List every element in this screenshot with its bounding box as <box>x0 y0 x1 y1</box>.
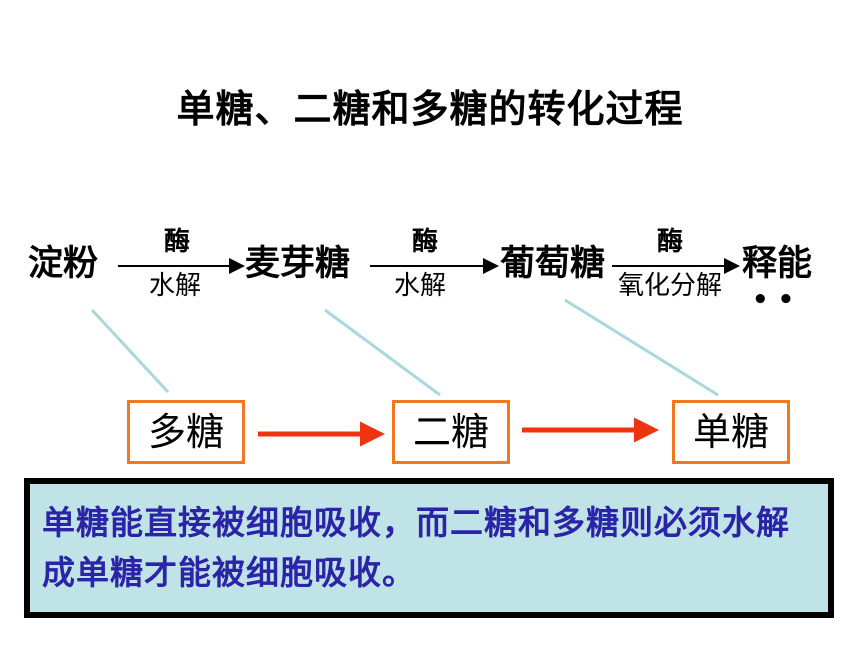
step2-enzyme-label: 酶 <box>411 227 438 257</box>
polysaccharide-box: 多糖 <box>127 400 245 464</box>
step1-process-label: 水解 <box>148 271 201 301</box>
note-text: 单糖能直接被细胞吸收，而二糖和多糖则必须水解成单糖才能被细胞吸收。 <box>42 503 790 592</box>
energy-release-label: 释能 <box>742 244 813 284</box>
product-dots: • • <box>752 285 795 315</box>
step2-process-label: 水解 <box>393 271 446 301</box>
step3-process-label: 氧化分解 <box>617 271 722 301</box>
maltose-connector <box>324 308 441 397</box>
glucose-connector <box>564 298 719 397</box>
note-panel: 单糖能直接被细胞吸收，而二糖和多糖则必须水解成单糖才能被细胞吸收。 <box>24 478 834 618</box>
step1-enzyme-label: 酶 <box>163 227 190 257</box>
maltose-label: 麦芽糖 <box>245 244 351 284</box>
monosaccharide-box: 单糖 <box>672 400 790 464</box>
starch-label: 淀粉 <box>28 244 99 284</box>
glucose-label: 葡萄糖 <box>500 244 606 284</box>
starch-connector <box>90 308 170 394</box>
disaccharide-box: 二糖 <box>392 400 510 464</box>
step3-enzyme-label: 酶 <box>656 227 683 257</box>
page-title: 单糖、二糖和多糖的转化过程 <box>176 86 684 131</box>
